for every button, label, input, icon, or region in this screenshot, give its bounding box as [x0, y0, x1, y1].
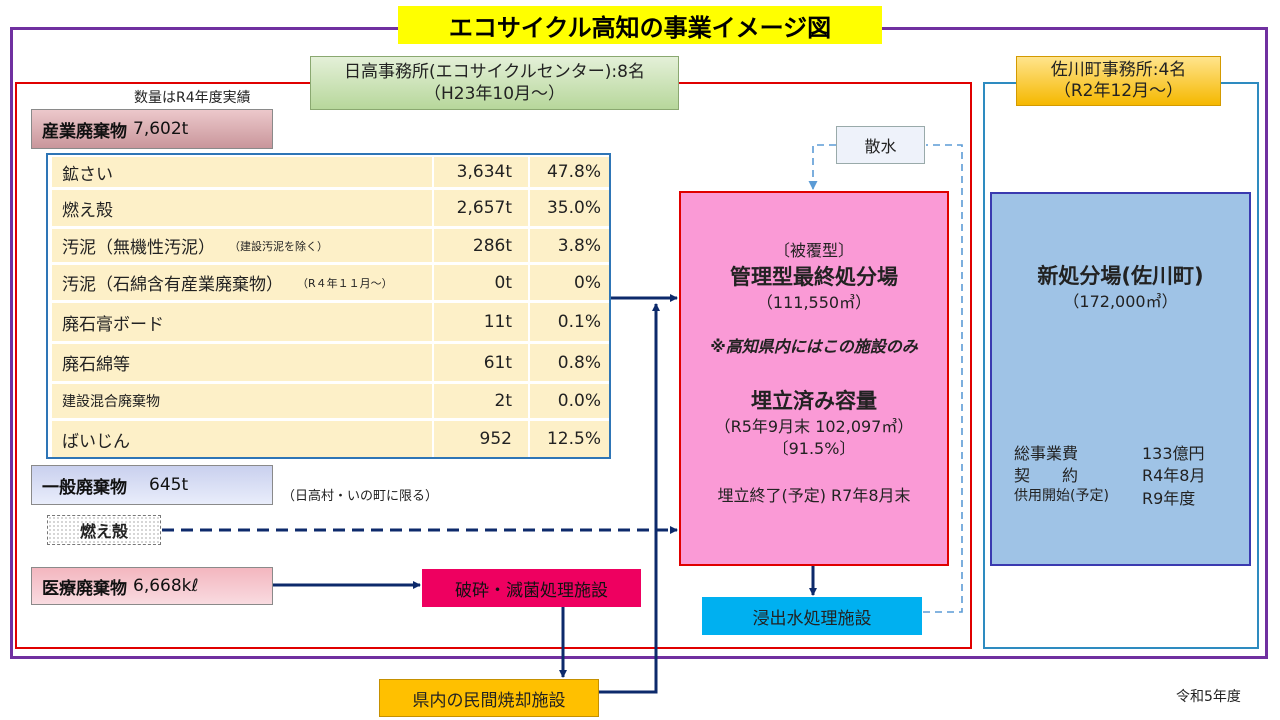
waste-amount: 0t [432, 265, 512, 300]
arrow-sprinkling-to-landfill [808, 144, 836, 190]
hidaka-office-label: 日高事務所(エコサイクルセンター):8名 （H23年10月～） [310, 56, 679, 110]
new-landfill-site: 新処分場(佐川町) （172,000㎥） 総事業費 133億円 契 約 R4年8… [990, 192, 1251, 566]
general-waste-box: 一般廃棄物 645t [31, 465, 273, 505]
table-row: 廃石綿等 61t 0.8% [52, 344, 609, 381]
waste-name: 建設混合廃棄物 [62, 394, 160, 410]
landfill-end-date: 埋立終了(予定) R7年8月末 [717, 486, 911, 505]
waste-percent: 3.8% [528, 229, 601, 262]
medical-waste-label: 医療廃棄物 [42, 578, 127, 599]
waste-amount: 286t [432, 229, 512, 262]
industrial-waste-amount: 7,602t [133, 119, 189, 139]
table-row: ばいじん 952 12.5% [52, 421, 609, 457]
waste-name: 廃石綿等 [62, 355, 130, 375]
waste-name: 鉱さい [62, 164, 113, 185]
waste-name: ばいじん [62, 431, 130, 452]
waste-percent: 35.0% [528, 190, 601, 226]
general-waste-note: （日高村・いの町に限る） [282, 489, 439, 504]
table-row: 鉱さい 3,634t 47.8% [52, 157, 609, 187]
table-row: 汚泥（無機性汚泥）（建設汚泥を除く） 286t 3.8% [52, 229, 609, 262]
waste-amount: 952 [432, 421, 512, 457]
new-site-capacity: （172,000㎥） [1063, 292, 1178, 311]
industrial-waste-label: 産業廃棄物 [42, 121, 127, 142]
table-row: 燃え殻 2,657t 35.0% [52, 190, 609, 226]
sakawa-office-since: （R2年12月～） [1053, 81, 1184, 101]
table-row: 汚泥（石綿含有産業廃棄物）（R４年１１月～） 0t 0% [52, 265, 609, 300]
table-row: 建設混合廃棄物 2t 0.0% [52, 384, 609, 418]
waste-amount: 61t [432, 344, 512, 381]
landfill-name: 管理型最終処分場 [730, 265, 898, 289]
waste-percent: 12.5% [528, 421, 601, 457]
waste-percent: 0.1% [528, 303, 601, 341]
filled-capacity-amount: （R5年9月末 102,097㎥） [714, 417, 914, 436]
waste-percent: 0.8% [528, 344, 601, 381]
waste-name: 燃え殻 [62, 200, 113, 221]
contract-label: 契 約 [1014, 466, 1079, 485]
general-waste-amount: 645t [149, 475, 189, 495]
new-site-name: 新処分場(佐川町) [1037, 264, 1204, 288]
general-waste-label: 一般廃棄物 [42, 477, 127, 498]
fiscal-year-label: 令和5年度 [1176, 689, 1241, 705]
landfill-type: 〔被覆型〕 [773, 241, 854, 260]
sakawa-office-label: 佐川町事務所:4名 （R2年12月～） [1016, 56, 1221, 106]
crush-sterilize-facility: 破砕・滅菌処理施設 [422, 569, 641, 607]
hidaka-office-name: 日高事務所(エコサイクルセンター):8名 [344, 62, 645, 82]
landfill-unique-note: ※高知県内にはこの施設のみ [710, 337, 918, 356]
moegara-box: 燃え殻 [47, 515, 161, 545]
sprinkling-box: 散水 [836, 126, 925, 164]
cost-label: 総事業費 [1014, 444, 1079, 463]
waste-name: 汚泥（無機性汚泥）（建設汚泥を除く） [62, 238, 328, 258]
sakawa-office-name: 佐川町事務所:4名 [1050, 60, 1187, 80]
waste-note: （R４年１１月～） [297, 276, 393, 290]
waste-amount: 2,657t [432, 190, 512, 226]
waste-name: 廃石膏ボード [62, 314, 164, 335]
waste-percent: 0.0% [528, 384, 601, 418]
quantity-note: 数量はR4年度実績 [134, 90, 251, 106]
table-row: 廃石膏ボード 11t 0.1% [52, 303, 609, 341]
industrial-waste-table: 鉱さい 3,634t 47.8% 燃え殻 2,657t 35.0% 汚泥（無機性… [46, 153, 611, 459]
waste-amount: 11t [432, 303, 512, 341]
open-label: 供用開始(予定) [1014, 488, 1109, 504]
open-value: R9年度 [1142, 489, 1196, 508]
medical-waste-amount: 6,668kℓ [133, 576, 199, 596]
waste-amount: 2t [432, 384, 512, 418]
arrow-incineration-to-landfill [599, 303, 660, 694]
contract-value: R4年8月 [1142, 466, 1206, 485]
waste-note: （建設汚泥を除く） [229, 239, 328, 253]
leachate-treatment-facility: 浸出水処理施設 [702, 597, 922, 635]
waste-amount: 3,634t [432, 157, 512, 187]
arrow-leachate-to-sprinkling [923, 144, 963, 613]
page-title: エコサイクル高知の事業イメージ図 [398, 6, 882, 44]
filled-capacity-title: 埋立済み容量 [751, 389, 877, 413]
cost-value: 133億円 [1142, 444, 1205, 463]
medical-waste-box: 医療廃棄物 6,668kℓ [31, 567, 273, 605]
hidaka-office-since: （H23年10月～） [423, 84, 566, 104]
waste-percent: 47.8% [528, 157, 601, 187]
filled-capacity-percent: 〔91.5%〕 [772, 439, 856, 458]
landfill-capacity: （111,550㎥） [756, 293, 872, 312]
incineration-facility: 県内の民間焼却施設 [379, 679, 599, 717]
industrial-waste-box: 産業廃棄物 7,602t [31, 109, 273, 149]
waste-percent: 0% [528, 265, 601, 300]
landfill-site: 〔被覆型〕 管理型最終処分場 （111,550㎥） ※高知県内にはこの施設のみ … [679, 191, 949, 566]
waste-name: 汚泥（石綿含有産業廃棄物）（R４年１１月～） [62, 275, 393, 295]
